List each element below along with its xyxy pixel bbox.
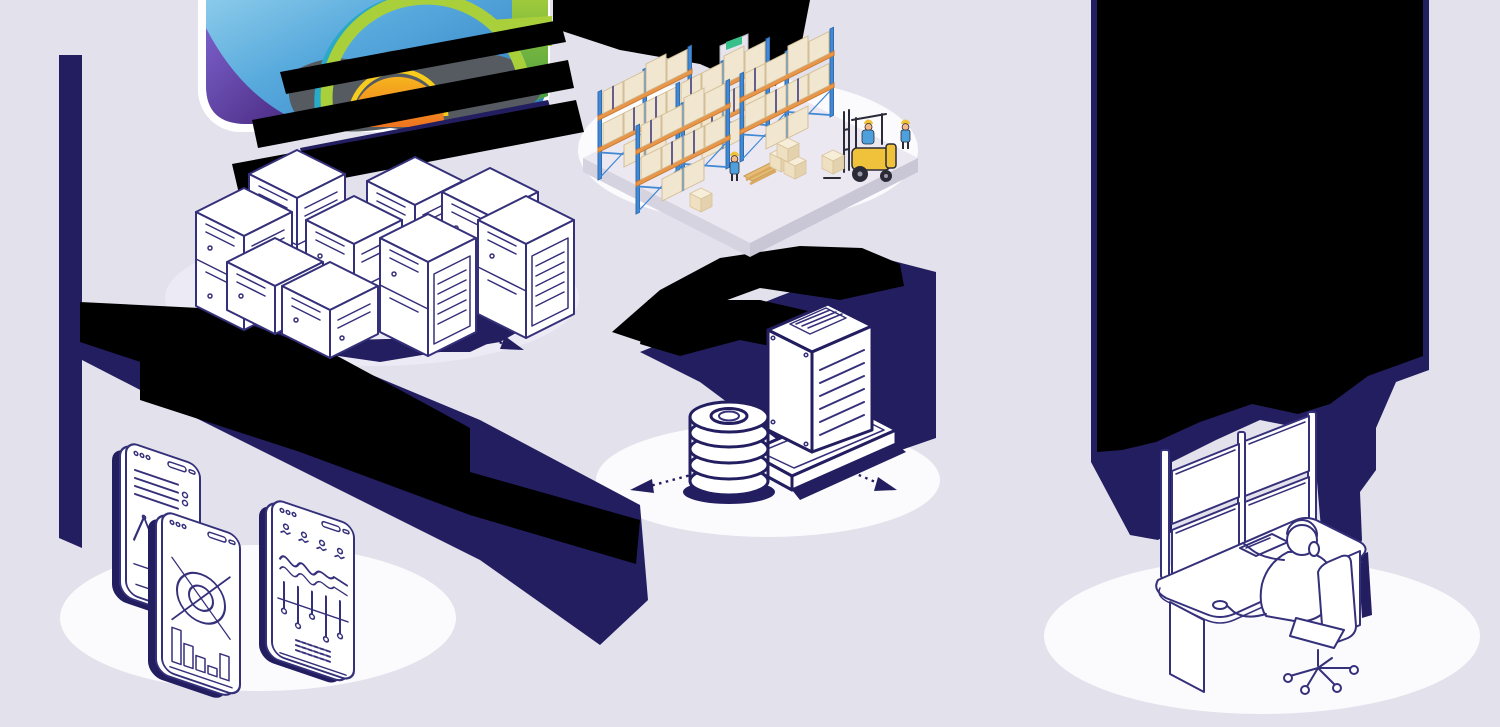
caster <box>1349 665 1359 675</box>
warehouse-floor-side-left <box>583 158 750 257</box>
forklift <box>821 109 897 182</box>
operator-person <box>1212 518 1334 623</box>
redacted-logo-line-1 <box>280 20 566 94</box>
caster <box>1300 685 1310 695</box>
server-tower-vent <box>379 213 477 357</box>
redacted-phones-label-2 <box>140 360 640 564</box>
desk-leg-left <box>1169 601 1205 693</box>
ribbon-servers-base <box>262 300 560 352</box>
arrowhead <box>874 477 897 491</box>
ribbon-desk-strip <box>1358 552 1372 618</box>
donut-chart <box>171 556 231 640</box>
plate-shadow <box>792 444 906 500</box>
bar-chart <box>171 626 230 682</box>
caster <box>1283 673 1293 683</box>
door-green-sign <box>726 36 742 50</box>
office-chair <box>1283 554 1359 695</box>
forklift-load <box>821 149 845 175</box>
monitor-rail-left <box>1160 449 1170 579</box>
phone-donut-bars <box>148 512 241 698</box>
redacted-phones-label-1 <box>80 302 470 472</box>
platform-workstation <box>1044 558 1480 714</box>
arrowhead <box>500 336 524 350</box>
driver-head <box>864 123 873 131</box>
person-shoe <box>1212 600 1228 610</box>
monitor-top-left <box>1171 443 1240 525</box>
ribbon-left-strip <box>59 55 82 548</box>
server-tower-vent <box>477 195 575 339</box>
monitor-top-right <box>1244 415 1310 497</box>
phone-body <box>271 500 355 680</box>
caster <box>1332 683 1342 693</box>
person-torso <box>1259 550 1334 623</box>
redacted-right-block <box>1097 0 1423 452</box>
disk-ring <box>709 407 749 425</box>
redacted-logo-line-2 <box>252 60 574 148</box>
mobile-analytics-icon <box>112 443 355 698</box>
disk-hole <box>718 410 740 422</box>
warehouse-floor-side-right <box>750 158 918 257</box>
chair-seat <box>1289 617 1345 649</box>
chair-base <box>1289 657 1353 689</box>
driver-helmet <box>864 119 873 124</box>
phone-kpi-waves <box>259 500 355 683</box>
box-pile-2 <box>689 187 713 213</box>
db-server-tower <box>766 302 874 454</box>
person-arm <box>1242 542 1285 561</box>
kpi-row <box>280 523 345 560</box>
workstation-icon <box>1155 411 1367 695</box>
database-icon <box>683 302 906 504</box>
person-leg <box>1223 602 1267 618</box>
db-disk-stack <box>683 400 775 504</box>
wave-chart <box>279 555 348 597</box>
arrowhead <box>630 479 654 493</box>
headphones-band <box>1286 518 1319 537</box>
warehouse-scene-icon <box>583 22 918 257</box>
logo-purple-corner <box>206 28 304 124</box>
driver-torso <box>861 129 875 145</box>
headphones-earcup <box>1308 541 1320 557</box>
lollipop-chart <box>277 581 349 643</box>
forklift-counterweight <box>885 143 897 169</box>
